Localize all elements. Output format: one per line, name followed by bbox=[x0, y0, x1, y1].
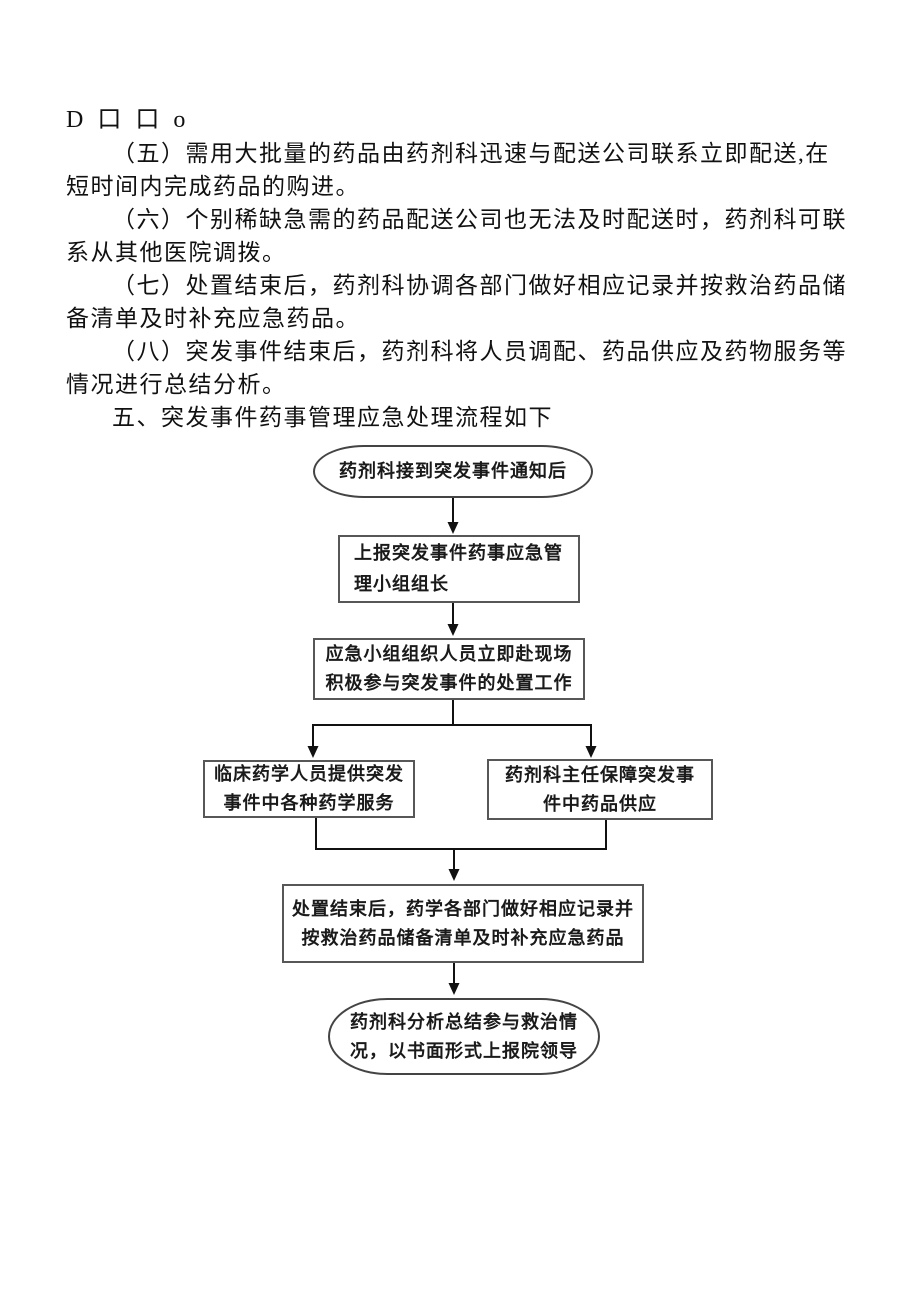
flow-node-start-label: 药剂科接到突发事件通知后 bbox=[339, 461, 567, 481]
flow-node-dispatch-box: 应急小组组织人员立即赴现场 积极参与突发事件的处置工作 bbox=[313, 638, 585, 700]
flow-node-end-ellipse: 药剂科分析总结参与救治情 况，以书面形式上报院领导 bbox=[328, 998, 600, 1075]
flow-node-report-box: 上报突发事件药事应急管 理小组组长 bbox=[338, 535, 580, 603]
flow-node-director-supply-box: 药剂科主任保障突发事 件中药品供应 bbox=[487, 759, 713, 820]
flow-node-record-replenish-box: 处置结束后，药学各部门做好相应记录并 按救治药品储备清单及时补充应急药品 bbox=[282, 884, 644, 963]
flow-node-end-label: 药剂科分析总结参与救治情 况，以书面形式上报院领导 bbox=[350, 1011, 578, 1061]
paragraph-7: （七）处置结束后，药剂科协调各部门做好相应记录并按救治药品储 备清单及时补充应急… bbox=[66, 273, 847, 331]
flow-node-clinical-pharmacy-box: 临床药学人员提供突发 事件中各种药学服务 bbox=[203, 760, 415, 818]
body-text-block: D 口 口 o （五）需用大批量的药品由药剂科迅速与配送公司联系立即配送,在 短… bbox=[66, 104, 858, 434]
flow-node-director-supply-label: 药剂科主任保障突发事 件中药品供应 bbox=[505, 764, 695, 814]
stray-characters-line: D 口 口 o bbox=[66, 107, 190, 133]
flow-node-report-label: 上报突发事件药事应急管 理小组组长 bbox=[354, 543, 563, 594]
flow-node-dispatch-label: 应急小组组织人员立即赴现场 积极参与突发事件的处置工作 bbox=[325, 644, 573, 693]
flowchart-heading: 五、突发事件药事管理应急处理流程如下 bbox=[112, 405, 553, 430]
paragraph-8: （八）突发事件结束后，药剂科将人员调配、药品供应及药物服务等 情况进行总结分析。 bbox=[66, 339, 847, 397]
flow-node-record-replenish-label: 处置结束后，药学各部门做好相应记录并 按救治药品储备清单及时补充应急药品 bbox=[292, 898, 634, 948]
paragraph-5: （五）需用大批量的药品由药剂科迅速与配送公司联系立即配送,在 短时间内完成药品的… bbox=[66, 141, 830, 199]
flow-node-start-ellipse: 药剂科接到突发事件通知后 bbox=[313, 445, 593, 498]
paragraph-6: （六）个别稀缺急需的药品配送公司也无法及时配送时，药剂科可联 系从其他医院调拨。 bbox=[66, 207, 847, 265]
flow-node-clinical-pharmacy-label: 临床药学人员提供突发 事件中各种药学服务 bbox=[214, 764, 404, 813]
